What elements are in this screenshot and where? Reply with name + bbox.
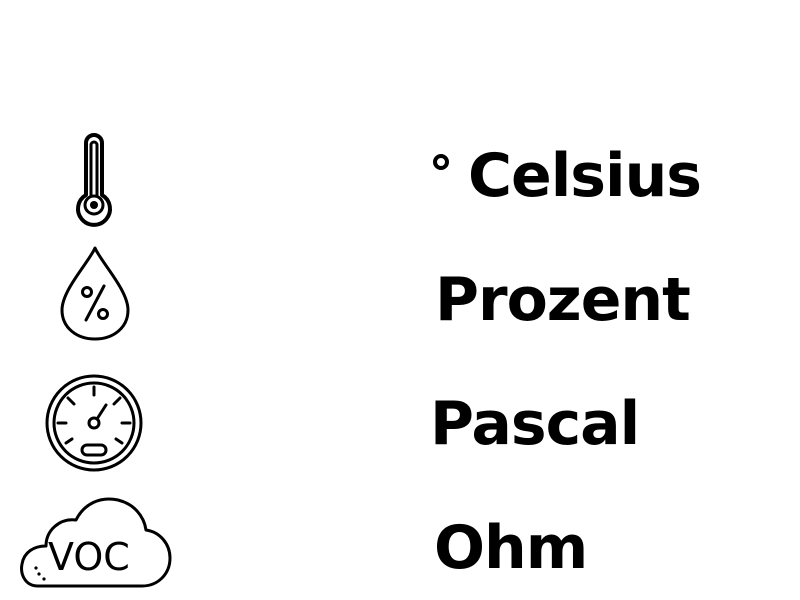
label-prozent: Prozent (435, 265, 691, 335)
degree-symbol (433, 154, 449, 170)
label-pascal: Pascal (430, 389, 640, 459)
humidity-drop-icon (58, 244, 132, 342)
pressure-gauge-icon (44, 373, 144, 473)
voc-cloud-icon: VOC (18, 494, 172, 590)
voc-text: VOC (48, 535, 130, 579)
thermometer-icon (70, 125, 118, 227)
label-celsius: Celsius (468, 141, 702, 211)
label-ohm: Ohm (434, 513, 588, 583)
